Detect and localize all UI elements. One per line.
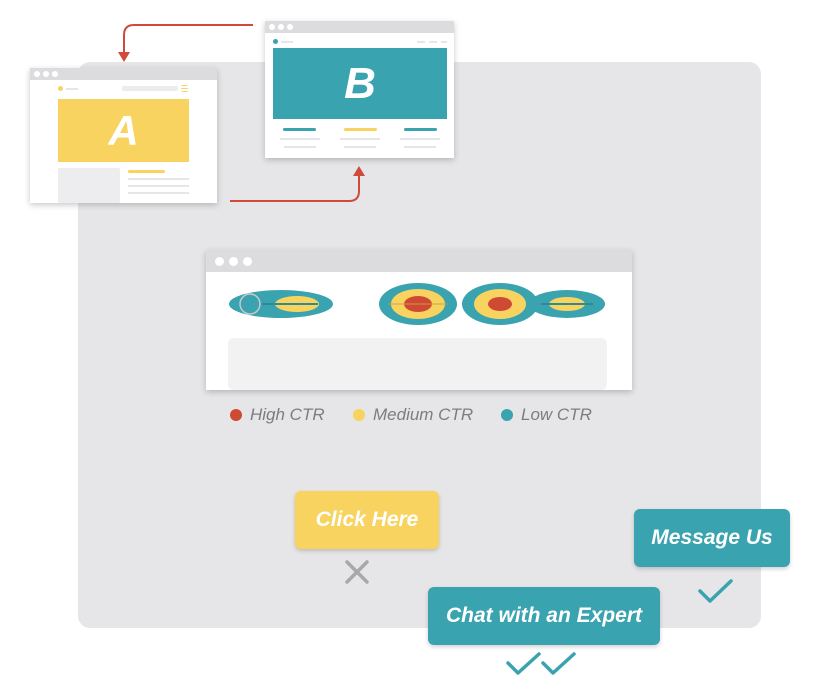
feature-bar <box>404 128 437 131</box>
nav-line <box>441 41 447 43</box>
window-dot <box>287 24 293 30</box>
chat-with-expert-button[interactable]: Chat with an Expert <box>428 587 660 645</box>
content-placeholder <box>228 338 607 390</box>
menu-icon <box>181 85 188 92</box>
legend-low-ctr: Low CTR <box>501 405 592 425</box>
text-line <box>344 146 376 148</box>
window-dot <box>34 71 40 77</box>
feature-bar <box>344 128 377 131</box>
search-bar <box>122 86 178 91</box>
logo-dot <box>58 86 63 91</box>
legend-label: Medium CTR <box>373 405 474 424</box>
text-line <box>404 146 436 148</box>
nav-line <box>429 41 437 43</box>
text-line <box>128 192 189 194</box>
legend-medium-ctr: Medium CTR <box>353 405 473 425</box>
legend-swatch <box>230 409 242 421</box>
heat-ring <box>239 293 261 315</box>
message-us-label: Message Us <box>651 526 773 549</box>
window-dot <box>229 257 238 266</box>
window-dot <box>43 71 49 77</box>
legend-label: Low CTR <box>521 405 592 424</box>
variant-b-hero: B <box>273 48 447 119</box>
message-us-button[interactable]: Message Us <box>634 509 790 567</box>
window-dot <box>215 257 224 266</box>
text-line <box>400 138 440 140</box>
variant-a-label: A <box>108 106 139 154</box>
text-line <box>284 146 316 148</box>
arrow-to-b-head <box>353 166 365 176</box>
headline-bar <box>128 170 165 173</box>
logo-dot <box>273 39 278 44</box>
variant-b-titlebar <box>265 21 454 33</box>
text-line <box>128 178 189 180</box>
checkmark-icon <box>541 652 576 675</box>
variant-b-label: B <box>344 58 376 108</box>
chat-with-expert-label: Chat with an Expert <box>445 604 643 627</box>
variant-b-window: B <box>265 21 454 158</box>
variant-a-hero: A <box>58 99 189 162</box>
text-line <box>128 185 189 187</box>
text-line <box>280 138 320 140</box>
image-placeholder <box>58 168 120 203</box>
variant-a-titlebar <box>30 68 217 80</box>
variant-a-window: A <box>30 68 217 203</box>
window-dot <box>278 24 284 30</box>
legend-swatch <box>501 409 513 421</box>
logo-text <box>66 88 78 90</box>
click-here-label: Click Here <box>315 508 419 531</box>
window-dot <box>52 71 58 77</box>
feature-bar <box>283 128 316 131</box>
nav-line <box>417 41 425 43</box>
click-here-button[interactable]: Click Here <box>295 491 439 549</box>
arrow-to-b <box>230 170 360 202</box>
legend-high-ctr: High CTR <box>230 405 325 425</box>
window-dot <box>269 24 275 30</box>
x-mark-icon <box>345 560 369 584</box>
heat-blob-high <box>488 297 512 311</box>
text-line <box>340 138 380 140</box>
window-dot <box>243 257 252 266</box>
arrow-to-a-head <box>118 52 130 62</box>
checkmark-icon <box>698 579 733 603</box>
heatmap-titlebar <box>206 250 632 272</box>
arrow-to-a <box>123 24 253 58</box>
logo-text <box>281 41 293 43</box>
heatmap-overlay <box>228 283 607 390</box>
checkmark-icon <box>506 652 541 675</box>
legend-label: High CTR <box>250 405 325 424</box>
heatmap-window <box>206 250 632 390</box>
legend-swatch <box>353 409 365 421</box>
